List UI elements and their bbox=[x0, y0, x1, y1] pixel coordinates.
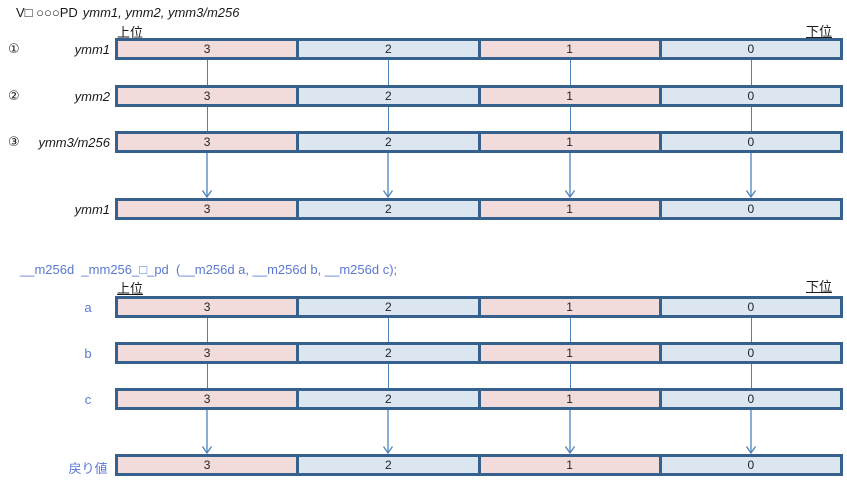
lane-cell-1: 1 bbox=[477, 201, 659, 217]
vector-row-b: 3 2 1 0 bbox=[115, 342, 843, 364]
connector-line bbox=[570, 364, 571, 388]
vector-row-c: 3 2 1 0 bbox=[115, 388, 843, 410]
down-arrow-icon bbox=[382, 153, 394, 199]
connector-line bbox=[570, 318, 571, 342]
asm-mnemonic: V□ ○○○PD bbox=[16, 5, 78, 20]
register-label-ymm1-result: ymm1 bbox=[74, 202, 110, 217]
lane-cell-2: 2 bbox=[296, 345, 478, 361]
argument-label-b: b bbox=[84, 346, 92, 361]
down-arrow-icon bbox=[745, 410, 757, 455]
asm-high-order-label: 上位 bbox=[117, 25, 144, 40]
lane-cell-0: 0 bbox=[658, 299, 840, 315]
connector-line bbox=[570, 60, 571, 85]
asm-low-order-label: 下位 bbox=[806, 24, 833, 39]
lane-cell-3: 3 bbox=[118, 201, 297, 217]
intrinsic-low-order-label: 下位 bbox=[806, 279, 833, 294]
connector-line bbox=[570, 107, 571, 131]
down-arrow-icon bbox=[564, 410, 576, 455]
intrinsic-high-order-label: 上位 bbox=[117, 281, 144, 296]
lane-cell-3: 3 bbox=[118, 299, 297, 315]
lane-cell-2: 2 bbox=[296, 457, 478, 473]
lane-cell-0: 0 bbox=[658, 457, 840, 473]
asm-operands: ymm1, ymm2, ymm3/m256 bbox=[82, 5, 240, 20]
vector-row-return-value: 3 2 1 0 bbox=[115, 454, 843, 476]
connector-line bbox=[751, 107, 752, 131]
connector-line bbox=[388, 318, 389, 342]
connector-line bbox=[388, 364, 389, 388]
register-label-ymm1: ymm1 bbox=[74, 42, 110, 57]
lane-cell-1: 1 bbox=[477, 41, 659, 57]
connector-line bbox=[207, 107, 208, 131]
lane-cell-0: 0 bbox=[658, 88, 840, 104]
intrinsic-signature: __m256d _mm256_□_pd (__m256d a, __m256d … bbox=[20, 262, 398, 277]
lane-cell-0: 0 bbox=[658, 391, 840, 407]
down-arrow-icon bbox=[745, 153, 757, 199]
down-arrow-icon bbox=[201, 153, 213, 199]
register-row-ymm1-result: 3 2 1 0 bbox=[115, 198, 843, 220]
connector-line bbox=[207, 364, 208, 388]
lane-cell-3: 3 bbox=[118, 391, 297, 407]
lane-cell-2: 2 bbox=[296, 41, 478, 57]
return-value-label: 戻り値 bbox=[68, 461, 108, 476]
register-label-ymm3: ymm3/m256 bbox=[38, 135, 110, 150]
vector-row-a: 3 2 1 0 bbox=[115, 296, 843, 318]
connector-line bbox=[207, 60, 208, 85]
down-arrow-icon bbox=[382, 410, 394, 455]
argument-label-a: a bbox=[84, 300, 92, 315]
register-label-ymm2: ymm2 bbox=[74, 89, 110, 104]
lane-cell-1: 1 bbox=[477, 457, 659, 473]
lane-cell-2: 2 bbox=[296, 299, 478, 315]
lane-cell-3: 3 bbox=[118, 345, 297, 361]
operand-marker-3: ③ bbox=[8, 134, 20, 149]
lane-cell-0: 0 bbox=[658, 201, 840, 217]
lane-cell-1: 1 bbox=[477, 345, 659, 361]
register-row-ymm1: 3 2 1 0 bbox=[115, 38, 843, 60]
lane-cell-1: 1 bbox=[477, 88, 659, 104]
connector-line bbox=[388, 60, 389, 85]
lane-cell-2: 2 bbox=[296, 391, 478, 407]
register-row-ymm3-m256: 3 2 1 0 bbox=[115, 131, 843, 153]
lane-cell-3: 3 bbox=[118, 88, 297, 104]
lane-cell-2: 2 bbox=[296, 88, 478, 104]
lane-cell-2: 2 bbox=[296, 134, 478, 150]
operand-marker-2: ② bbox=[8, 88, 20, 103]
lane-cell-2: 2 bbox=[296, 201, 478, 217]
lane-cell-1: 1 bbox=[477, 134, 659, 150]
asm-title: V□ ○○○PD ymm1, ymm2, ymm3/m256 bbox=[16, 5, 240, 20]
connector-line bbox=[207, 318, 208, 342]
lane-cell-3: 3 bbox=[118, 41, 297, 57]
lane-cell-3: 3 bbox=[118, 457, 297, 473]
lane-cell-0: 0 bbox=[658, 41, 840, 57]
argument-label-c: c bbox=[84, 392, 92, 407]
register-row-ymm2: 3 2 1 0 bbox=[115, 85, 843, 107]
lane-cell-0: 0 bbox=[658, 134, 840, 150]
connector-line bbox=[751, 364, 752, 388]
lane-cell-3: 3 bbox=[118, 134, 297, 150]
down-arrow-icon bbox=[564, 153, 576, 199]
connector-line bbox=[751, 318, 752, 342]
lane-cell-0: 0 bbox=[658, 345, 840, 361]
down-arrow-icon bbox=[201, 410, 213, 455]
lane-cell-1: 1 bbox=[477, 391, 659, 407]
connector-line bbox=[388, 107, 389, 131]
connector-line bbox=[751, 60, 752, 85]
lane-cell-1: 1 bbox=[477, 299, 659, 315]
operand-marker-1: ① bbox=[8, 41, 20, 56]
